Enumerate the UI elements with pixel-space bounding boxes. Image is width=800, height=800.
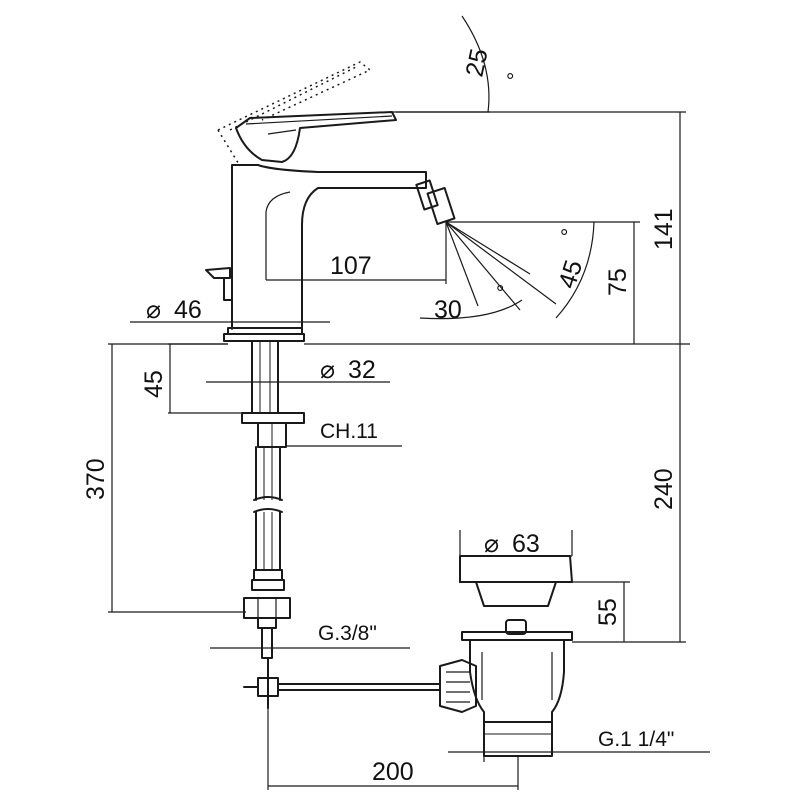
hose-connector (243, 569, 291, 659)
dimension-lines (108, 15, 710, 790)
mounting-shank (241, 340, 305, 571)
lever-handle (235, 111, 397, 163)
dim-spray-angle-left-degree: ° (496, 282, 504, 305)
lever-raised-outline (217, 61, 372, 167)
dim-waste-thread: G.1 1/4" (598, 728, 674, 751)
dim-hose-length: 370 (82, 458, 110, 500)
dim-lever-angle-degree: ° (506, 70, 514, 93)
dim-under-height: 240 (650, 468, 678, 510)
dim-waste-height: 55 (594, 598, 622, 626)
dim-lever-angle: 25 (460, 46, 493, 79)
waste-assembly (439, 555, 573, 757)
dim-spout-height: 75 (604, 268, 632, 296)
dim-tube-diameter-symbol: ⌀ (320, 356, 335, 384)
dim-tube-diameter: 32 (348, 356, 376, 384)
dim-nut-size: CH.11 (320, 420, 378, 443)
faucet-body (205, 164, 427, 342)
dim-base-diameter: 46 (174, 296, 202, 324)
spout-nozzle (317, 171, 456, 225)
dim-shank-height: 45 (140, 370, 168, 398)
dim-spray-angle-right-degree: ° (560, 226, 568, 249)
dim-base-diameter-symbol: ⌀ (146, 296, 161, 324)
dim-spray-angle-left: 30 (434, 296, 462, 324)
dim-spray-angle-right: 45 (553, 257, 588, 292)
popup-rod (243, 657, 441, 709)
dim-total-height: 141 (650, 208, 678, 250)
dim-rod-length: 200 (372, 758, 414, 786)
dim-spout-reach: 107 (330, 252, 372, 280)
dim-waste-diameter: 63 (512, 530, 540, 558)
dimension-labels: 25 ° 141 107 30 ° 45 ° 75 ⌀ 46 ⌀ 32 45 C… (82, 46, 678, 786)
dim-hose-thread: G.3/8" (318, 622, 377, 645)
dim-waste-diameter-symbol: ⌀ (484, 530, 499, 558)
